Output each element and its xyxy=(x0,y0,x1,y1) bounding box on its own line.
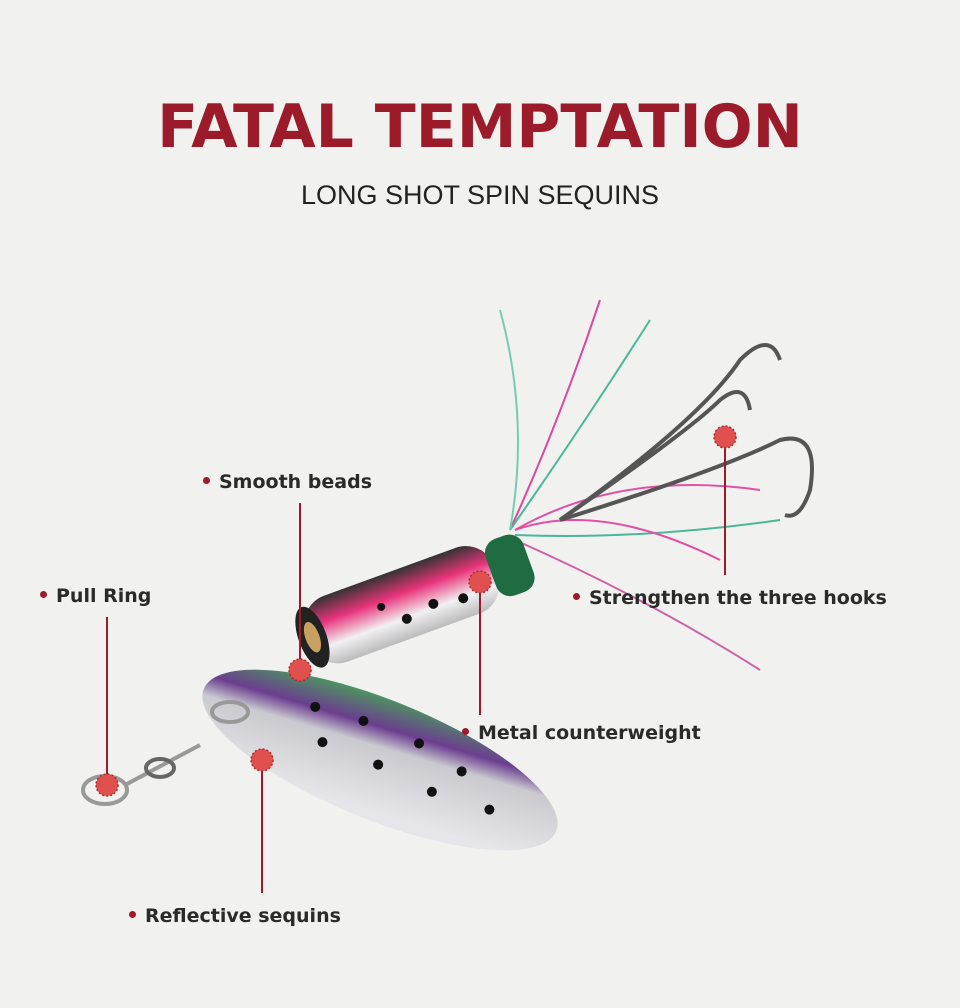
marker-pull-ring xyxy=(95,773,119,797)
callout-pull-ring: Pull Ring xyxy=(40,585,151,607)
page-title: FATAL TEMPTATION xyxy=(157,92,803,162)
feather-tail xyxy=(499,299,781,671)
bullet-dot xyxy=(203,477,210,484)
callout-metal-counterweight: Metal counterweight xyxy=(462,722,701,744)
marker-counterweight xyxy=(468,570,492,594)
marker-hooks xyxy=(713,425,737,449)
bullet-dot xyxy=(573,593,580,600)
callout-three-hooks: Strengthen the three hooks xyxy=(573,587,887,609)
page-subtitle: LONG SHOT SPIN SEQUINS xyxy=(300,180,660,210)
callout-smooth-beads: Smooth beads xyxy=(203,471,372,493)
marker-sequins xyxy=(250,748,274,772)
bullet-dot xyxy=(129,911,136,918)
callout-reflective-sequins: Reflective sequins xyxy=(129,905,341,927)
metal-counterweight-body xyxy=(295,534,535,668)
marker-smooth-beads xyxy=(288,658,312,682)
bullet-dot xyxy=(40,591,47,598)
bullet-dot xyxy=(462,728,469,735)
treble-hook xyxy=(558,343,814,522)
reflective-sequin-blade xyxy=(202,669,558,851)
